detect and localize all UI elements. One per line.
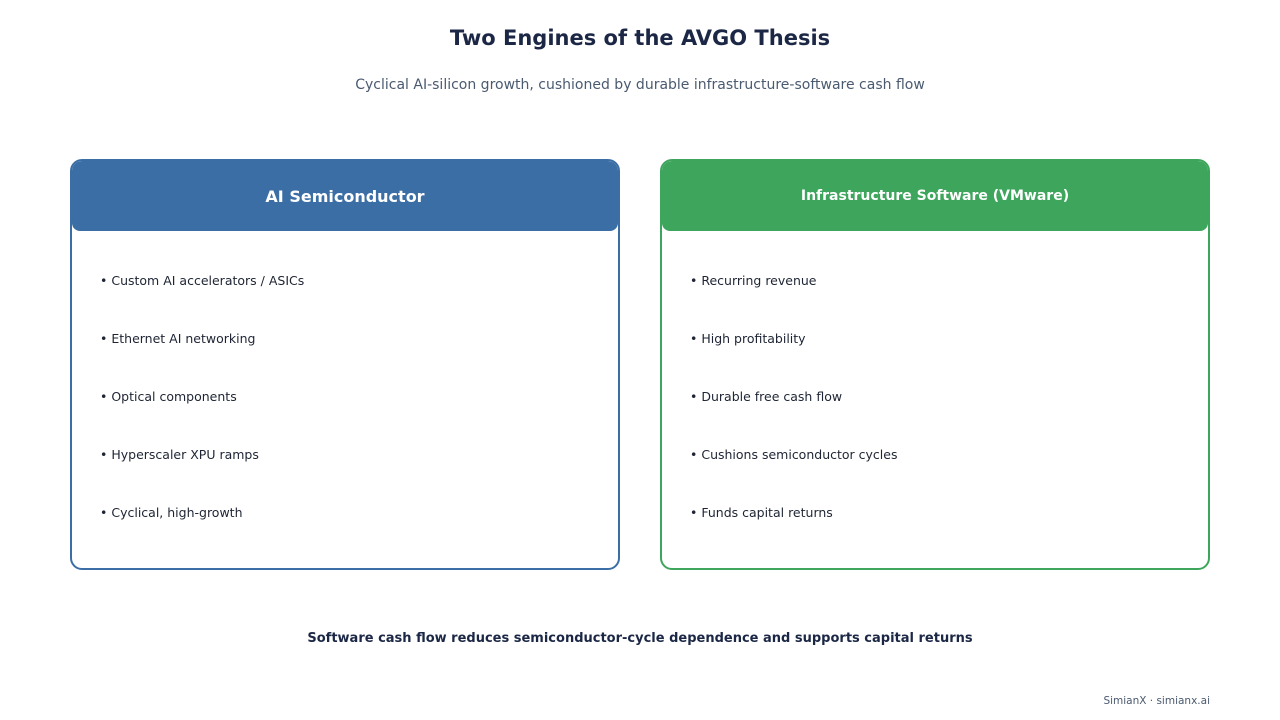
- list-item: • Funds capital returns: [690, 505, 833, 520]
- list-item: • Recurring revenue: [690, 273, 817, 288]
- list-item: • Cyclical, high-growth: [100, 505, 243, 520]
- list-item: • Optical components: [100, 389, 237, 404]
- list-item: • Durable free cash flow: [690, 389, 843, 404]
- footer-note: Software cash flow reduces semiconductor…: [307, 631, 973, 646]
- list-item: • Cushions semiconductor cycles: [690, 447, 898, 462]
- card-list-ai-semiconductor: • Custom AI accelerators / ASICs • Ether…: [100, 271, 304, 561]
- list-item: • Custom AI accelerators / ASICs: [100, 273, 305, 288]
- list-item: • Hyperscaler XPU ramps: [100, 447, 259, 462]
- card-infrastructure-software: Infrastructure Software (VMware) • Recur…: [660, 159, 1210, 570]
- card-list-infrastructure-software: • Recurring revenue • High profitability…: [690, 271, 897, 561]
- list-item: • High profitability: [690, 331, 806, 346]
- card-header-infrastructure-software: Infrastructure Software (VMware): [662, 161, 1208, 231]
- list-item: • Ethernet AI networking: [100, 331, 256, 346]
- page-title: Two Engines of the AVGO Thesis: [449, 26, 831, 50]
- card-ai-semiconductor: AI Semiconductor • Custom AI accelerator…: [70, 159, 620, 570]
- credit-text: SimianX · simianx.ai: [1103, 695, 1210, 707]
- card-header-ai-semiconductor: AI Semiconductor: [72, 161, 618, 231]
- page-subtitle: Cyclical AI-silicon growth, cushioned by…: [355, 77, 925, 93]
